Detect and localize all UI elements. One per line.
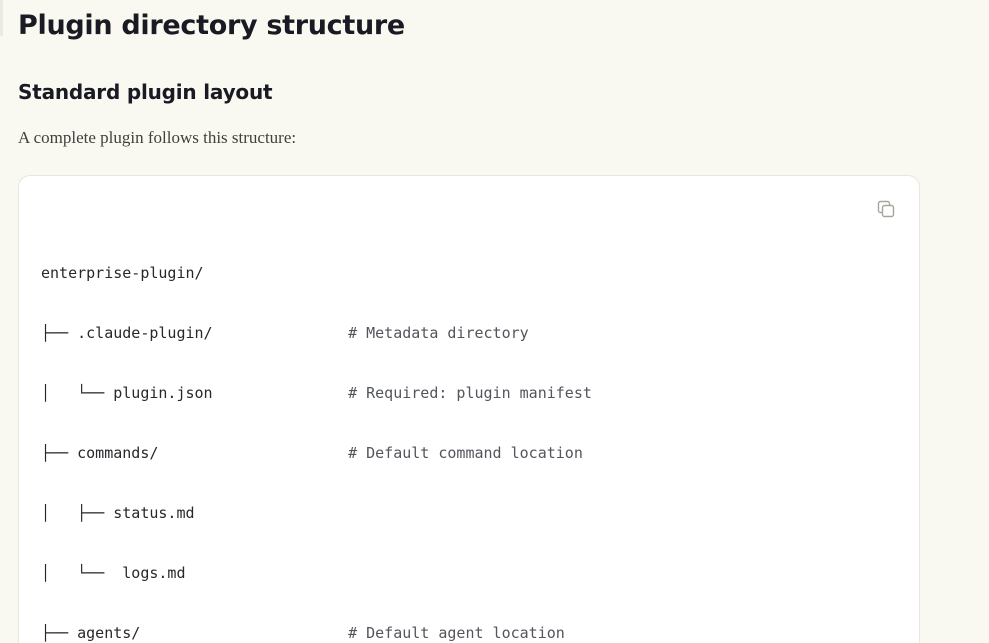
tree-entry-comment: # Default command location <box>348 444 583 462</box>
tree-entry-name: .claude-plugin/ <box>77 324 213 342</box>
tree-entry-name: commands/ <box>77 444 159 462</box>
tree-entry-name: logs.md <box>113 564 186 582</box>
code-block-card: enterprise-plugin/ ├── .claude-plugin/ #… <box>18 175 920 643</box>
tree-entry-name: status.md <box>113 504 195 522</box>
code-line: │ ├── status.md <box>41 498 919 528</box>
article-content: Plugin directory structure Standard plug… <box>0 9 989 150</box>
copy-icon-button[interactable] <box>875 198 897 220</box>
code-tree-listing: enterprise-plugin/ ├── .claude-plugin/ #… <box>19 176 919 643</box>
code-line: ├── agents/ # Default agent location <box>41 618 919 643</box>
tree-entry-name: plugin.json <box>113 384 213 402</box>
tree-connector: ├── <box>41 444 78 462</box>
tree-connector: ├── <box>41 624 78 642</box>
code-line: ├── commands/ # Default command location <box>41 438 919 468</box>
tree-entry-comment: # Metadata directory <box>348 324 529 342</box>
tree-entry-name: agents/ <box>77 624 141 642</box>
page-title: Plugin directory structure <box>18 10 405 41</box>
code-line: ├── .claude-plugin/ # Metadata directory <box>41 318 919 348</box>
code-lines-container: enterprise-plugin/ ├── .claude-plugin/ #… <box>41 258 919 643</box>
comment-gap <box>158 444 348 462</box>
tree-entry-comment: # Required: plugin manifest <box>348 384 592 402</box>
section-title-standard-plugin-layout: Standard plugin layout <box>18 80 273 104</box>
tree-connector: │ └── <box>41 564 114 582</box>
comment-gap <box>140 624 348 642</box>
copy-icon <box>877 200 895 218</box>
tree-connector: │ ├── <box>41 504 114 522</box>
tree-entry-name: enterprise-plugin/ <box>41 264 204 282</box>
code-line: │ └── plugin.json # Required: plugin man… <box>41 378 919 408</box>
tree-connector: ├── <box>41 324 78 342</box>
tree-connector: │ └── <box>41 384 114 402</box>
comment-gap <box>213 324 348 342</box>
code-line: enterprise-plugin/ <box>41 258 919 288</box>
page-left-edge-rule <box>0 0 3 36</box>
intro-paragraph: A complete plugin follows this structure… <box>18 128 297 147</box>
code-line: │ └── logs.md <box>41 558 919 588</box>
comment-gap <box>213 384 348 402</box>
tree-entry-comment: # Default agent location <box>348 624 565 642</box>
